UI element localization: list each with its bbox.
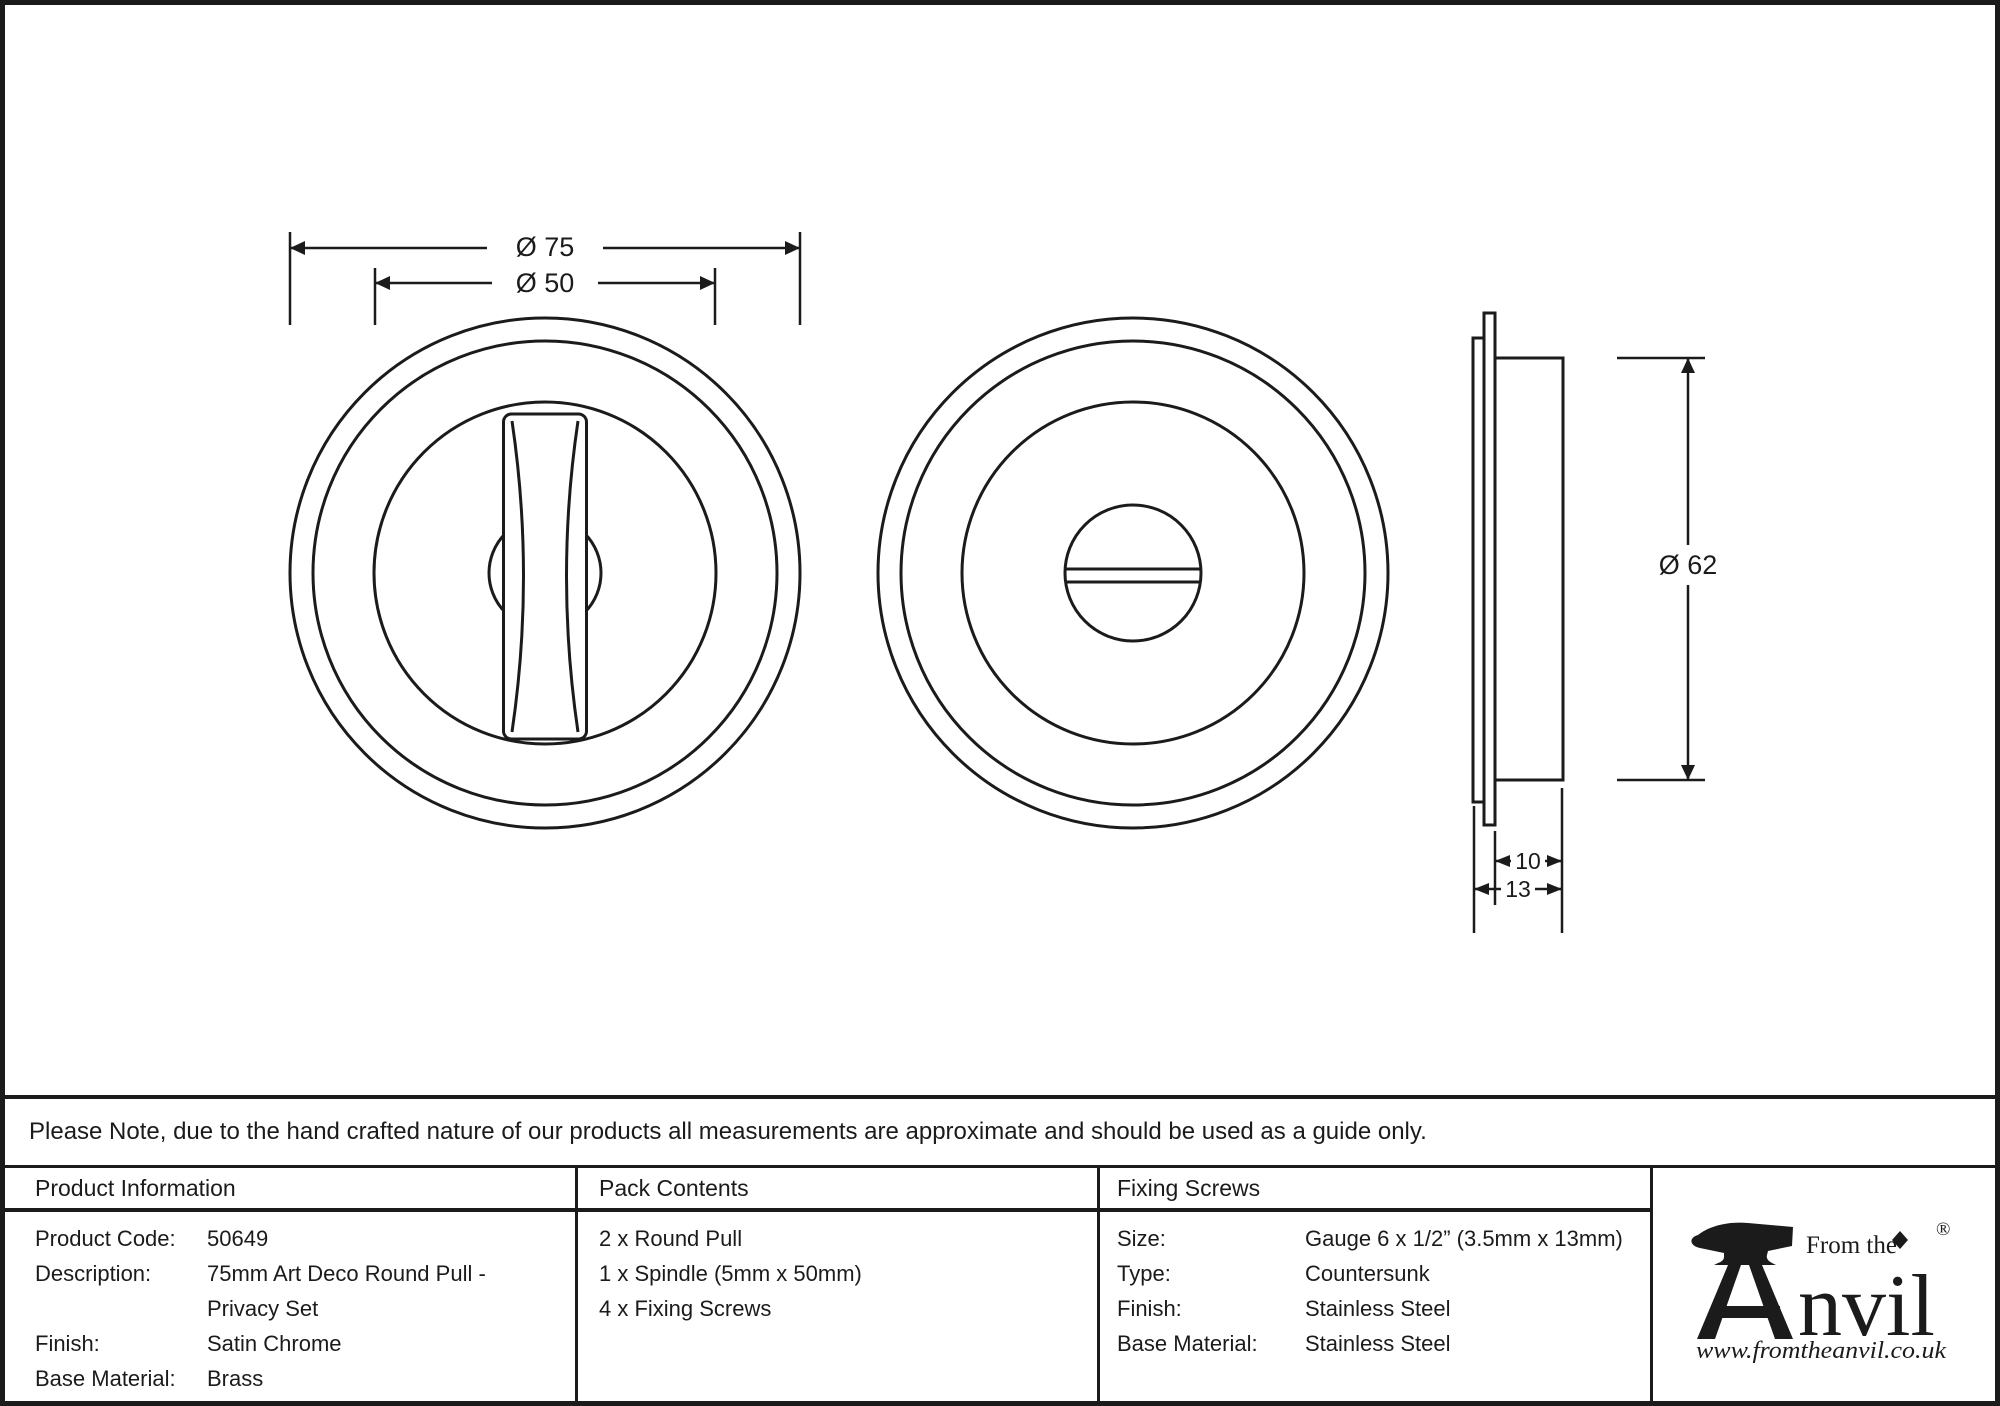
measurement-note: Please Note, due to the hand crafted nat…: [29, 1118, 1427, 1145]
spec-label: Description:: [35, 1261, 152, 1286]
note-top-border: [5, 1095, 1995, 1099]
pack-contents-title: Pack Contents: [599, 1175, 749, 1201]
table-divider-2: [1097, 1168, 1100, 1405]
spec-label: Base Material:: [35, 1366, 176, 1391]
dimension-inner-diameter: Ø 50: [492, 265, 598, 301]
spec-label: Base Material:: [1117, 1331, 1258, 1356]
product-information-title: Product Information: [35, 1175, 236, 1201]
table-header-underline: [5, 1208, 1650, 1212]
dimension-outer-diameter: Ø 75: [487, 229, 603, 266]
brand-logo: From the nvil ® www.fromtheanvil.co.uk: [1688, 1213, 1958, 1364]
pack-item: 2 x Round Pull: [599, 1226, 743, 1251]
pack-contents-list: 2 x Round Pull 1 x Spindle (5mm x 50mm) …: [599, 1221, 1069, 1326]
table-divider-3: [1650, 1168, 1653, 1405]
spec-label: Product Code:: [35, 1226, 176, 1251]
spec-value: 50649: [207, 1226, 269, 1251]
pack-item: 1 x Spindle (5mm x 50mm): [599, 1261, 862, 1286]
spec-label: Size:: [1117, 1226, 1166, 1251]
spec-value: Stainless Steel: [1305, 1296, 1451, 1321]
spec-value: Satin Chrome: [207, 1331, 342, 1356]
spec-label: Type:: [1117, 1261, 1171, 1286]
dimension-side-diameter: Ø 62: [1641, 545, 1735, 585]
product-information-table: Product Code: 50649 Description: 75mm Ar…: [35, 1221, 565, 1396]
spec-label: Finish:: [1117, 1296, 1182, 1321]
spec-value: Gauge 6 x 1/2” (3.5mm x 13mm): [1305, 1226, 1623, 1251]
table-divider-1: [575, 1168, 578, 1405]
anvil-icon: [1691, 1222, 1908, 1339]
front-view-coin-release: [876, 316, 1390, 830]
spec-value: Brass: [207, 1366, 264, 1391]
dimension-depth-13: 13: [1501, 876, 1535, 903]
spec-value: Countersunk: [1305, 1261, 1430, 1286]
front-view-thumbturn: [288, 316, 802, 830]
spec-value: Stainless Steel: [1305, 1331, 1451, 1356]
logo-tagline: From the: [1806, 1232, 1897, 1259]
fixing-screws-table: Size: Gauge 6 x 1/2” (3.5mm x 13mm) Type…: [1117, 1221, 1642, 1361]
technical-drawing: [288, 232, 1705, 933]
logo-brand-text: nvil: [1798, 1258, 1935, 1355]
side-profile-view: [1471, 311, 1565, 827]
note-bottom-border: [5, 1165, 1995, 1168]
spec-label: Finish:: [35, 1331, 100, 1356]
fixing-screws-title: Fixing Screws: [1117, 1175, 1261, 1201]
pack-item: 4 x Fixing Screws: [599, 1296, 772, 1321]
spec-value: 75mm Art Deco Round Pull - Privacy Set: [207, 1261, 486, 1321]
registered-trademark-icon: ®: [1936, 1219, 1950, 1240]
dimension-depth-10: 10: [1511, 848, 1545, 875]
dimension-arrows: [290, 241, 1695, 895]
logo-website-url: www.fromtheanvil.co.uk: [1696, 1338, 1946, 1363]
